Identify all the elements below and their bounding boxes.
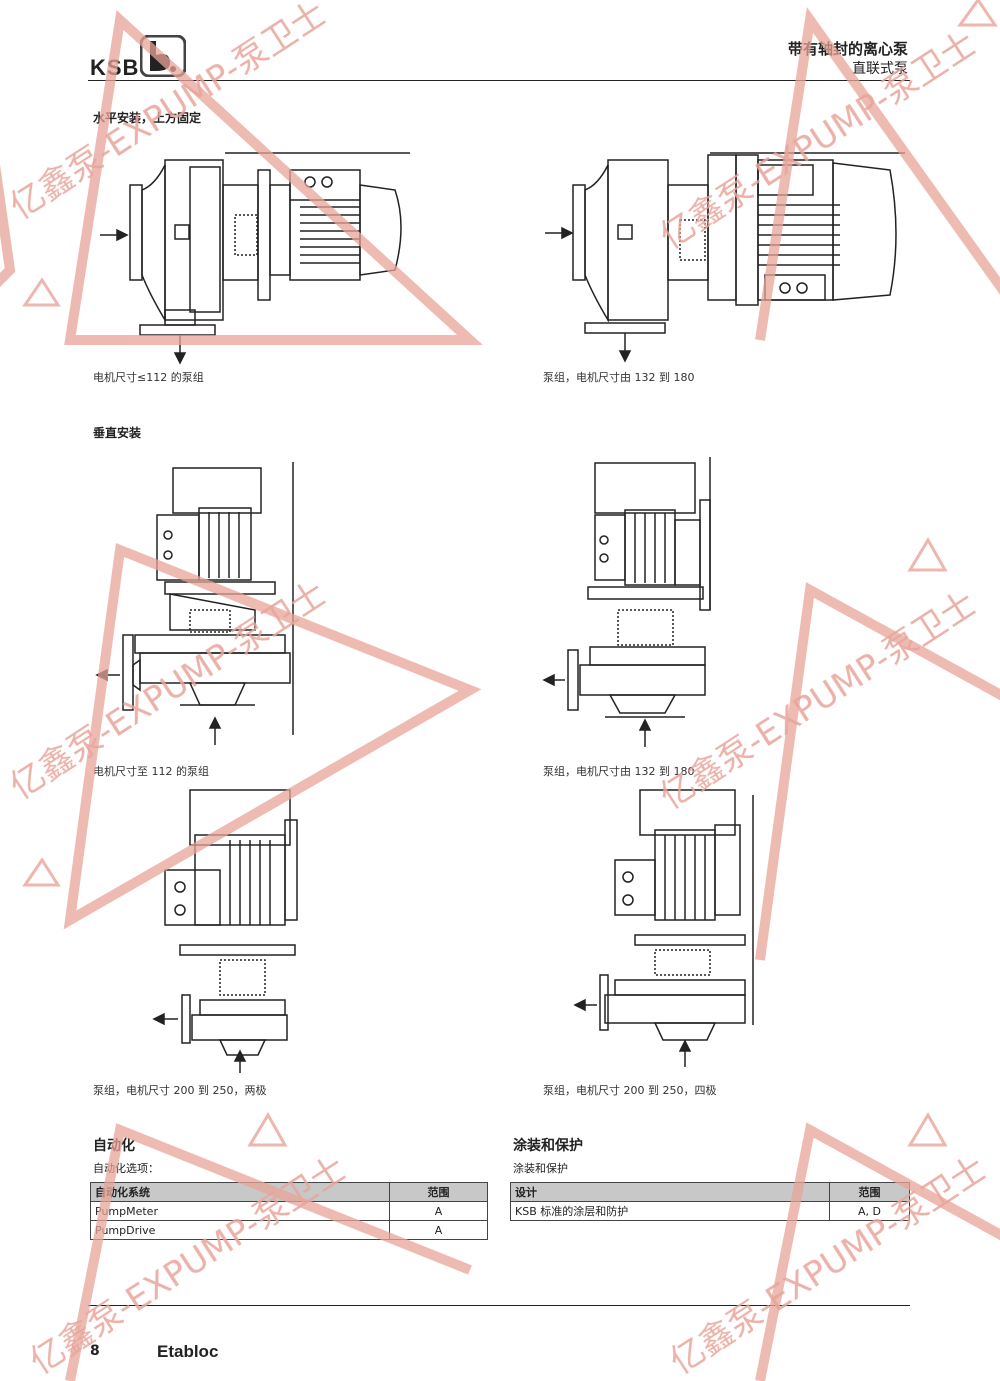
table-cell: PumpMeter	[90, 1201, 390, 1221]
coating-subtitle: 涂装和保护	[513, 1162, 568, 1175]
automation-title: 自动化	[93, 1138, 135, 1154]
pump-drawing-vertical-two-pole	[152, 789, 298, 1073]
pump-drawing-horizontal-large	[545, 152, 905, 363]
table-header-row: 自动化系统 范围	[90, 1182, 488, 1202]
header-rule	[88, 80, 910, 81]
coating-title: 涂装和保护	[513, 1138, 583, 1154]
caption-vertical-small: 电机尺寸至 112 的泵组	[93, 765, 209, 778]
table-cell: A	[389, 1220, 488, 1240]
coating-table: 设计 范围 KSB 标准的涂层和防护 A, D	[510, 1182, 910, 1221]
table-row: PumpDrive A	[90, 1220, 488, 1240]
table-cell: PumpDrive	[90, 1220, 390, 1240]
automation-subtitle: 自动化选项：	[93, 1162, 159, 1175]
table-row: KSB 标准的涂层和防护 A, D	[510, 1201, 910, 1221]
table-row: PumpMeter A	[90, 1201, 488, 1221]
caption-vertical-two-pole: 泵组，电机尺寸 200 到 250，两极	[93, 1084, 267, 1097]
table-header-cell: 设计	[510, 1182, 830, 1202]
footer-rule	[88, 1305, 910, 1306]
header-title: 带有轴封的离心泵	[787, 40, 908, 58]
table-cell: A	[389, 1201, 488, 1221]
pump-drawing-vertical-small	[95, 462, 294, 745]
table-cell: KSB 标准的涂层和防护	[510, 1201, 830, 1221]
product-name: Etabloc	[157, 1342, 219, 1361]
table-header-cell: 范围	[829, 1182, 910, 1202]
ksb-logo-icon	[140, 35, 186, 77]
table-header-cell: 自动化系统	[90, 1182, 390, 1202]
section-title-vertical: 垂直安装	[93, 426, 142, 440]
caption-horizontal-large: 泵组，电机尺寸由 132 到 180	[543, 371, 695, 384]
caption-vertical-medium: 泵组，电机尺寸由 132 到 180	[543, 765, 695, 778]
header-subtitle: 直联式泵	[852, 61, 908, 77]
page-number: 8	[90, 1343, 100, 1359]
pump-drawing-horizontal-small	[100, 152, 410, 365]
pump-drawing-vertical-four-pole	[573, 789, 754, 1067]
section-title-horizontal: 水平安装，上方固定	[93, 111, 202, 125]
pump-drawing-vertical-medium	[542, 457, 711, 747]
table-header-cell: 范围	[389, 1182, 488, 1202]
brand-logo-text: KSB	[90, 55, 140, 80]
table-cell: A, D	[829, 1201, 910, 1221]
caption-vertical-four-pole: 泵组，电机尺寸 200 到 250，四极	[543, 1084, 717, 1097]
automation-table: 自动化系统 范围 PumpMeter A PumpDrive A	[90, 1182, 488, 1240]
caption-horizontal-small: 电机尺寸≤112 的泵组	[93, 371, 204, 384]
table-header-row: 设计 范围	[510, 1182, 910, 1202]
